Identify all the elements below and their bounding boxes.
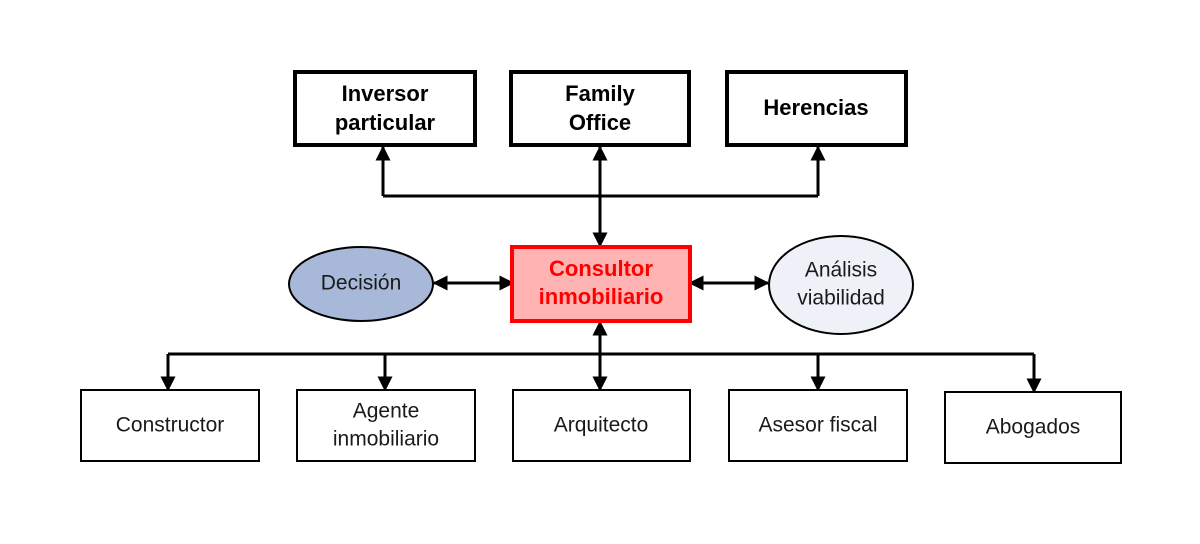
bottom-node-arquitecto: Arquitecto	[512, 389, 691, 462]
bottom-node-asesor-fiscal: Asesor fiscal	[728, 389, 908, 462]
bottom-node-constructor: Constructor	[80, 389, 260, 462]
consultor-inmobiliario-label-line1: Consultor	[549, 256, 653, 281]
connectors	[160, 145, 1042, 394]
family-office-box	[509, 70, 691, 147]
decision-label: Decisión	[321, 272, 402, 295]
constructor-label: Constructor	[116, 414, 225, 437]
inversor-particular-label-line2: particular	[335, 110, 436, 135]
decision-ellipse	[288, 246, 434, 322]
agente-inmobiliario-label-line2: inmobiliario	[333, 428, 439, 451]
asesor-fiscal-box	[728, 389, 908, 462]
analisis-viabilidad-label-line2: viabilidad	[797, 287, 885, 310]
abogados-box	[944, 391, 1122, 464]
top-node-inversor-particular: Inversor particular	[293, 70, 477, 147]
asesor-fiscal-label: Asesor fiscal	[758, 414, 877, 437]
agente-inmobiliario-label-line1: Agente	[353, 400, 420, 423]
family-office-label-line1: Family	[565, 81, 635, 106]
top-node-herencias: Herencias	[725, 70, 908, 147]
agente-inmobiliario-box	[296, 389, 476, 462]
constructor-box	[80, 389, 260, 462]
center-node-consultor-inmobiliario: Consultor inmobiliario	[510, 245, 692, 323]
family-office-label-line2: Office	[569, 110, 631, 135]
left-node-decision: Decisión	[288, 246, 434, 322]
bottom-node-agente-inmobiliario: Agente inmobiliario	[296, 389, 476, 462]
herencias-box	[725, 70, 908, 147]
analisis-viabilidad-ellipse	[768, 235, 914, 335]
analisis-viabilidad-label-line1: Análisis	[805, 259, 877, 282]
bottom-node-abogados: Abogados	[944, 391, 1122, 464]
right-node-analisis-viabilidad: Análisis viabilidad	[768, 235, 914, 335]
consultor-inmobiliario-box	[510, 245, 692, 323]
arquitecto-label: Arquitecto	[554, 414, 649, 437]
top-node-family-office: Family Office	[509, 70, 691, 147]
herencias-label: Herencias	[763, 95, 868, 120]
consultor-inmobiliario-label-line2: inmobiliario	[539, 284, 664, 309]
arquitecto-box	[512, 389, 691, 462]
abogados-label: Abogados	[986, 416, 1081, 439]
inversor-particular-box	[293, 70, 477, 147]
inversor-particular-label-line1: Inversor	[342, 81, 429, 106]
